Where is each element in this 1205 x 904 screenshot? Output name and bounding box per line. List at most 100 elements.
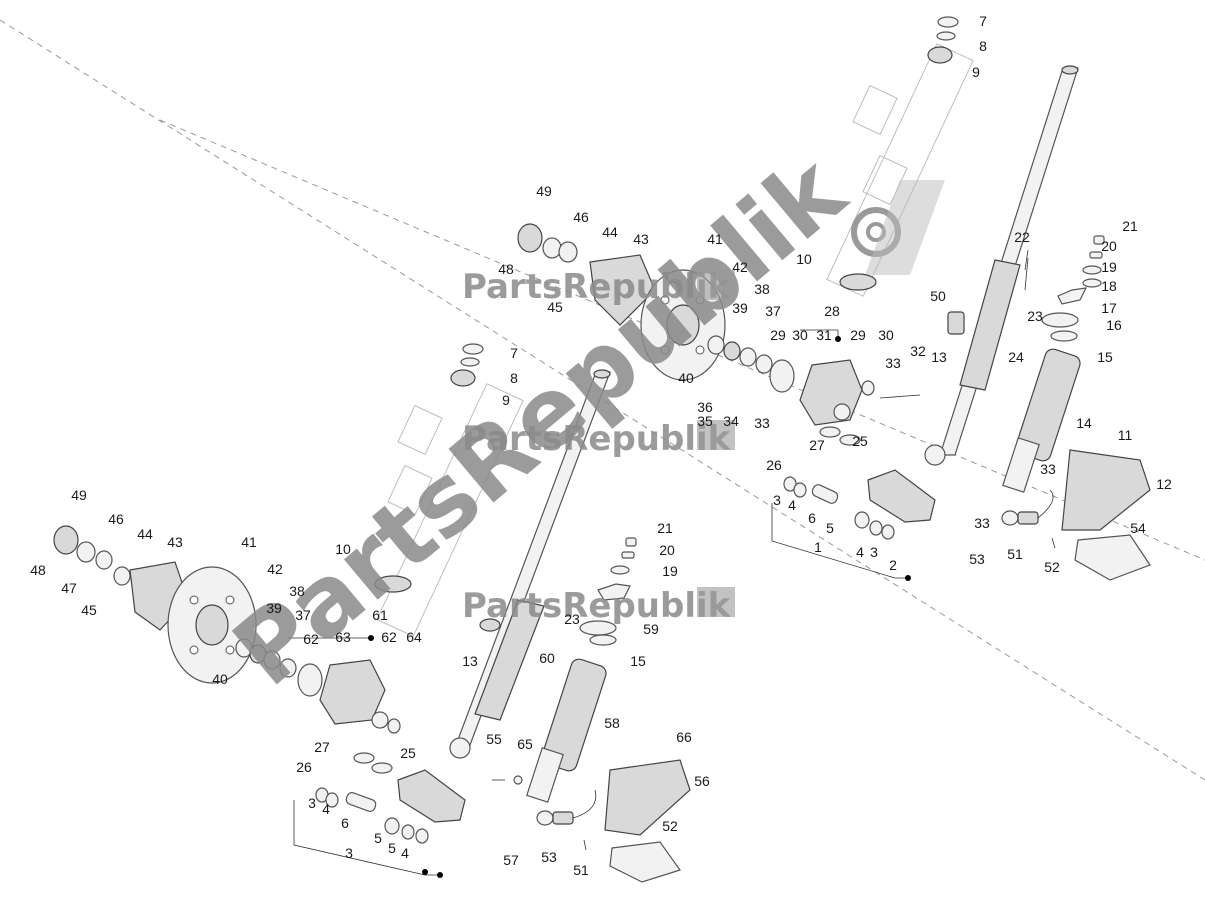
upper-callout-57: 53 xyxy=(969,551,985,567)
lower-callout-1: 8 xyxy=(510,370,518,386)
watermark-brand-text: PartsRepublik xyxy=(462,586,732,626)
lower-callout-18: 62 xyxy=(381,629,397,645)
upper-callout-34: 18 xyxy=(1101,278,1117,294)
upper-callout-7: 48 xyxy=(498,261,514,277)
lower-callout-31: 27 xyxy=(314,739,330,755)
lower-callout-13: 38 xyxy=(289,583,305,599)
lower-bearings xyxy=(235,638,323,697)
upper-callout-0: 7 xyxy=(979,13,987,29)
lower-callout-34: 3 xyxy=(308,795,316,811)
upper-callout-40: 14 xyxy=(1076,415,1092,431)
lower-brake-caliper xyxy=(319,659,401,734)
upper-callout-55: 33 xyxy=(1040,461,1056,477)
upper-callout-22: 13 xyxy=(931,349,947,365)
lower-callout-28: 60 xyxy=(539,650,555,666)
upper-callout-9: 41 xyxy=(707,231,723,247)
lower-callout-38: 5 xyxy=(388,840,396,856)
upper-callout-25: 35 xyxy=(697,413,713,429)
upper-callout-52: 11 xyxy=(1118,427,1133,443)
lower-callout-30: 58 xyxy=(604,715,620,731)
lower-callout-32: 25 xyxy=(400,745,416,761)
lower-callout-48: 52 xyxy=(662,818,678,834)
upper-bumper-pad xyxy=(947,311,965,335)
upper-callout-2: 9 xyxy=(972,64,980,80)
lower-callout-6: 43 xyxy=(167,534,183,550)
lower-callout-40: 3 xyxy=(345,845,353,861)
upper-callout-41: 27 xyxy=(809,437,825,453)
lower-headset-nuts xyxy=(450,343,484,387)
lower-callout-0: 7 xyxy=(510,345,518,361)
lower-dust-cover xyxy=(374,575,412,593)
lower-fork-tube xyxy=(449,369,611,759)
lower-callout-7: 48 xyxy=(30,562,46,578)
lower-callout-4: 46 xyxy=(108,511,124,527)
lower-callout-9: 45 xyxy=(81,602,97,618)
upper-callout-27: 33 xyxy=(754,415,770,431)
lower-callout-43: 66 xyxy=(676,729,692,745)
upper-callout-51: 2 xyxy=(889,557,897,573)
upper-dust-cover xyxy=(839,273,877,291)
upper-callout-24: 36 xyxy=(697,399,713,415)
lower-callout-11: 42 xyxy=(267,561,283,577)
lower-swing-arm xyxy=(315,752,466,844)
lower-callout-8: 47 xyxy=(61,580,77,596)
upper-callout-38: 24 xyxy=(1008,349,1024,365)
lower-callout-15: 61 xyxy=(372,607,388,623)
lower-callout-27: 59 xyxy=(643,621,659,637)
upper-callout-13: 37 xyxy=(765,303,781,319)
lower-callout-35: 4 xyxy=(322,801,330,817)
upper-callout-48: 4 xyxy=(856,544,864,560)
upper-top-mount-parts xyxy=(1057,235,1105,305)
lower-callout-22: 13 xyxy=(462,653,478,669)
upper-callout-39: 15 xyxy=(1097,349,1113,365)
lower-callout-26: 23 xyxy=(564,611,580,627)
lower-top-mount-parts xyxy=(597,537,637,601)
upper-callout-33: 19 xyxy=(1101,259,1117,275)
upper-fork-tube xyxy=(924,65,1079,466)
lower-callout-16: 62 xyxy=(303,631,319,647)
upper-callout-28: 10 xyxy=(796,251,812,267)
upper-callout-21: 33 xyxy=(885,355,901,371)
lower-callout-3: 49 xyxy=(71,487,87,503)
upper-shock-absorber xyxy=(1002,312,1081,493)
lower-callout-19: 64 xyxy=(406,629,422,645)
upper-callout-56: 33 xyxy=(974,515,990,531)
upper-callout-14: 29 xyxy=(770,327,786,343)
lower-callout-25: 19 xyxy=(662,563,678,579)
upper-callout-54: 54 xyxy=(1130,520,1146,536)
lower-callout-21: 10 xyxy=(335,541,351,557)
upper-callout-10: 42 xyxy=(732,259,748,275)
lower-callout-24: 20 xyxy=(659,542,675,558)
lower-callout-17: 63 xyxy=(335,629,351,645)
upper-callout-11: 38 xyxy=(754,281,770,297)
lower-speed-sensor xyxy=(492,775,597,851)
lower-callout-42: 65 xyxy=(517,736,533,752)
upper-mudguard-cover xyxy=(1061,449,1151,581)
lower-callout-37: 5 xyxy=(374,830,382,846)
upper-callout-46: 6 xyxy=(808,510,816,526)
upper-callout-47: 5 xyxy=(826,520,834,536)
watermark-brand-2: PartsRepublik xyxy=(462,419,735,459)
upper-callout-8: 45 xyxy=(547,299,563,315)
upper-callout-18: 29 xyxy=(850,327,866,343)
upper-swing-arm xyxy=(783,426,936,540)
upper-callout-36: 23 xyxy=(1027,308,1043,324)
lower-callout-2: 9 xyxy=(502,392,510,408)
lower-callout-36: 6 xyxy=(341,815,349,831)
watermark-brand-3: PartsRepublik xyxy=(462,586,735,626)
upper-callout-45: 4 xyxy=(788,497,796,513)
lower-callout-44: 56 xyxy=(694,773,710,789)
upper-callout-16: 31 xyxy=(816,327,832,343)
lower-callout-29: 15 xyxy=(630,653,646,669)
upper-bearings xyxy=(707,335,795,393)
upper-headset-nuts xyxy=(927,16,959,64)
upper-callout-3: 49 xyxy=(536,183,552,199)
upper-callout-59: 52 xyxy=(1044,559,1060,575)
lower-callout-23: 21 xyxy=(657,520,673,536)
upper-front-hub xyxy=(517,223,656,326)
upper-speed-sensor xyxy=(1001,489,1056,549)
upper-callout-37: 16 xyxy=(1106,317,1122,333)
